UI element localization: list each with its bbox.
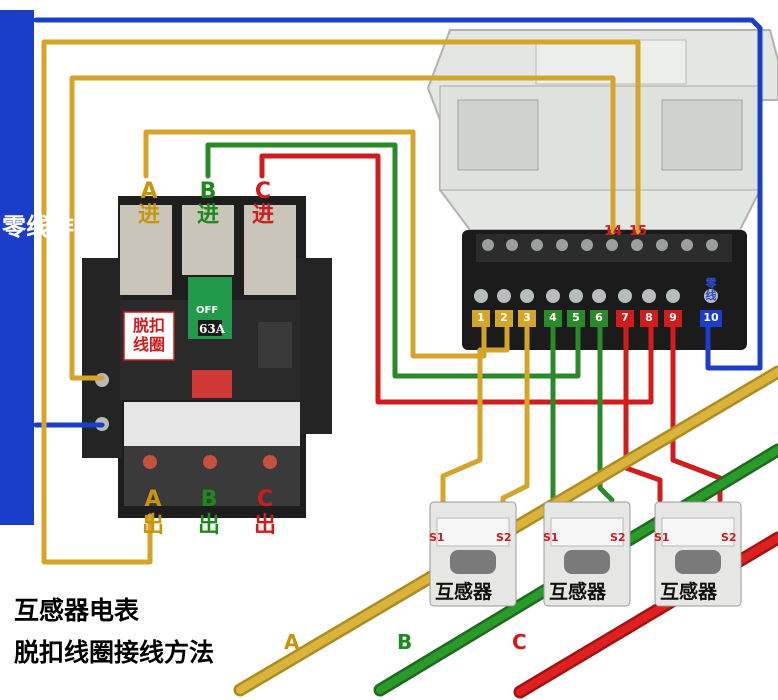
ct-a-s2: S2 [496, 531, 512, 544]
meter-terminal-14: 14 [604, 224, 623, 239]
title-line-2: 脱扣线圈接线方法 [14, 638, 215, 667]
output-b-phase: B [200, 487, 218, 512]
output-c-label: 出 [253, 513, 276, 538]
meter-terminal-8: 8 [645, 311, 653, 324]
energy-meter [426, 29, 778, 350]
output-b-label: 出 [197, 513, 220, 538]
output-a-phase: A [144, 487, 162, 512]
breaker-rating: 63A [199, 322, 226, 336]
neutral-bar-label: 零线排 [2, 213, 74, 241]
ct-c-name: 互感器 [660, 581, 718, 603]
meter-terminal-1: 1 [477, 311, 485, 324]
meter-terminal-4: 4 [549, 311, 557, 324]
meter-screws-bottom [474, 289, 718, 303]
title-line-1: 互感器电表 [14, 596, 140, 625]
ct-c-s2: S2 [721, 531, 737, 544]
output-c-phase: C [256, 487, 274, 512]
neutral-bar [0, 10, 34, 525]
ct-b-s2: S2 [610, 531, 626, 544]
main-wire-c-label: C [512, 630, 527, 654]
ct-c-s1: S1 [654, 531, 670, 544]
meter-terminal-2: 2 [500, 311, 508, 324]
meter-terminal-5: 5 [572, 311, 580, 324]
meter-terminal-15: 15 [629, 224, 648, 239]
main-wire-a-label: A [284, 630, 300, 654]
input-b-phase: B [199, 179, 217, 204]
ct-a-s1: S1 [429, 531, 445, 544]
output-a-label: 出 [141, 513, 164, 538]
meter-terminal-3: 3 [523, 311, 531, 324]
switch-state: OFF [196, 305, 219, 316]
main-wire-b-label: B [397, 630, 413, 654]
meter-terminal-9: 9 [669, 311, 677, 324]
input-b-label: 进 [196, 203, 219, 228]
ct-b-name: 互感器 [549, 581, 607, 603]
input-a-label: 进 [137, 203, 160, 228]
meter-terminal-7: 7 [621, 311, 629, 324]
input-c-phase: C [254, 179, 272, 204]
ct-a-name: 互感器 [435, 581, 493, 603]
meter-screws-top [482, 239, 718, 251]
input-c-label: 进 [251, 203, 274, 228]
trip-coil-label: 脱扣线圈 [132, 316, 165, 354]
meter-terminal-10: 10 [703, 311, 719, 324]
input-a-phase: A [140, 179, 158, 204]
meter-terminal-6: 6 [595, 311, 603, 324]
ct-b-s1: S1 [543, 531, 559, 544]
ct-devices [429, 501, 742, 607]
meter-neutral-label: 零线 [705, 277, 717, 302]
circuit-breaker [82, 196, 332, 518]
